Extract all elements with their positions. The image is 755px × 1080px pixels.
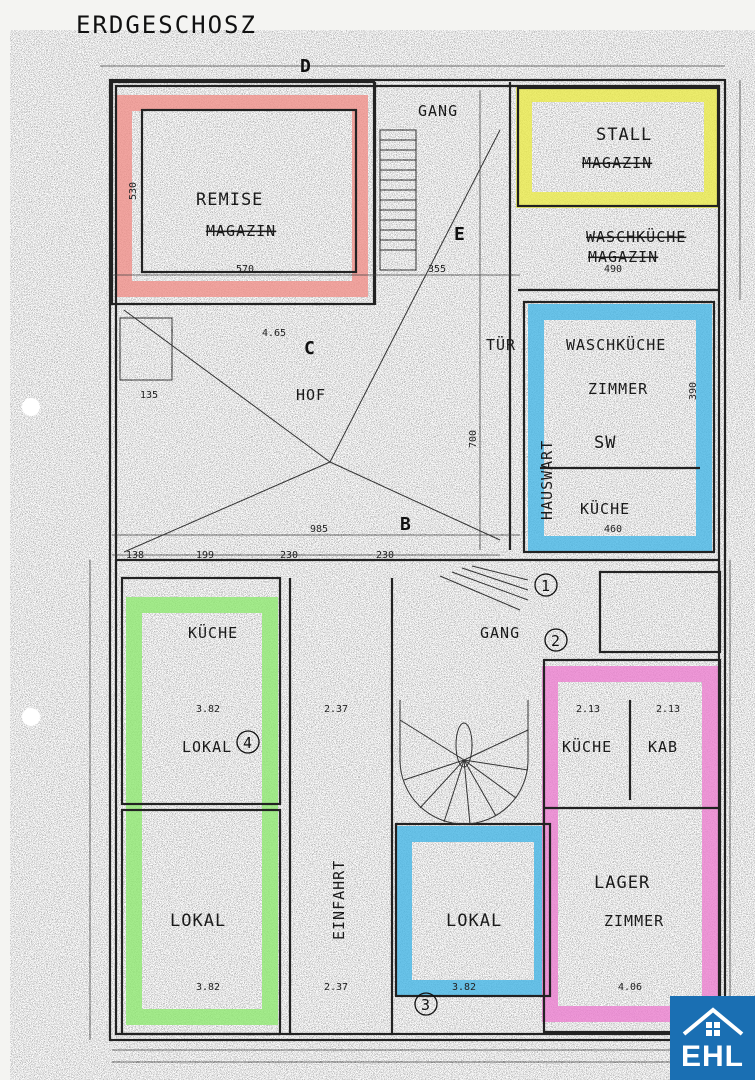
dim-382a: 3.82 [196, 704, 220, 715]
dim-406: 4.06 [618, 982, 642, 993]
zone-remise [116, 95, 368, 297]
dim-230b: 230 [376, 550, 394, 561]
binder-hole-bottom [22, 708, 40, 726]
unit-number-1: 1 [541, 577, 550, 595]
dim-530: 530 [128, 182, 139, 200]
label-sw: SW [594, 433, 616, 453]
binder-hole-top [22, 398, 40, 416]
label-remise: REMISE [196, 190, 263, 210]
label-zimmer-right: ZIMMER [588, 380, 648, 398]
label-lokal-left-bottom: LOKAL [170, 911, 226, 931]
label-tuer: TÜR [486, 335, 516, 354]
section-marker-e: E [454, 224, 465, 245]
unit-number-4: 4 [243, 734, 252, 752]
house-icon [682, 1007, 744, 1036]
ehl-logo: EHL [670, 996, 755, 1080]
dim-570: 570 [236, 264, 254, 275]
label-waschkueche: WASCHKÜCHE [566, 335, 666, 354]
label-waschkueche-top: WASCHKÜCHE [586, 227, 686, 246]
dimension-labels: 570 4.65 355 490 135 985 138 199 230 230… [126, 182, 699, 993]
dimension-lines [89, 65, 741, 1063]
label-gang-mid: GANG [480, 624, 520, 642]
dim-700: 700 [468, 430, 479, 448]
dim-138: 138 [126, 550, 144, 561]
dim-460: 460 [604, 524, 622, 535]
label-hauswart: HAUSWART [538, 440, 556, 520]
courtyard-lines [123, 129, 501, 553]
section-marker-b: B [400, 514, 411, 535]
label-stall: STALL [596, 125, 652, 145]
label-lokal-left: LOKAL [182, 738, 232, 756]
dim-355: 355 [428, 264, 446, 275]
label-kueche-right: KÜCHE [580, 499, 630, 518]
dim-199: 199 [196, 550, 214, 561]
unit-number-3: 3 [421, 996, 430, 1014]
stair-top [379, 129, 417, 271]
label-lager: LAGER [594, 873, 650, 893]
label-kab: KAB [648, 738, 678, 756]
label-gang-top: GANG [418, 102, 458, 120]
staircases [379, 129, 529, 825]
label-magazin-strike: MAGAZIN [588, 248, 658, 266]
section-marker-c: C [304, 338, 315, 359]
label-einfahrt: EINFAHRT [330, 860, 348, 940]
zone-stall [516, 86, 720, 208]
dim-382b: 3.82 [196, 982, 220, 993]
dim-230a: 230 [280, 550, 298, 561]
dim-985: 985 [310, 524, 328, 535]
logo-text: EHL [681, 1040, 744, 1073]
dim-382c: 3.82 [452, 982, 476, 993]
label-kueche-pink: KÜCHE [562, 737, 612, 756]
dim-213a: 2.13 [576, 704, 600, 715]
dim-213b: 2.13 [656, 704, 680, 715]
stair-entry [439, 565, 529, 611]
dim-237a: 2.37 [324, 704, 348, 715]
label-kueche-left: KÜCHE [188, 623, 238, 642]
stair-spiral [399, 700, 529, 825]
label-magazin-right: MAGAZIN [582, 154, 652, 172]
plan-title: ERDGESCHOSZ [76, 11, 257, 39]
label-hof: HOF [296, 386, 326, 404]
dim-237b: 2.37 [324, 982, 348, 993]
dim-135: 135 [140, 390, 158, 401]
zone-sw [528, 304, 712, 552]
unit-number-2: 2 [551, 632, 560, 650]
section-marker-d: D [300, 56, 311, 77]
dim-465: 4.65 [262, 328, 286, 339]
label-zimmer-pink: ZIMMER [604, 912, 664, 930]
dim-390: 390 [688, 382, 699, 400]
room-labels: REMISE MAGAZIN STALL MAGAZIN GANG WASCHK… [170, 102, 686, 940]
walls [108, 78, 727, 1042]
unit-numbers: 1 2 3 4 [236, 573, 568, 1016]
dim-490: 490 [604, 264, 622, 275]
label-magazin-left: MAGAZIN [206, 222, 276, 240]
label-lokal-center: LOKAL [446, 911, 502, 931]
